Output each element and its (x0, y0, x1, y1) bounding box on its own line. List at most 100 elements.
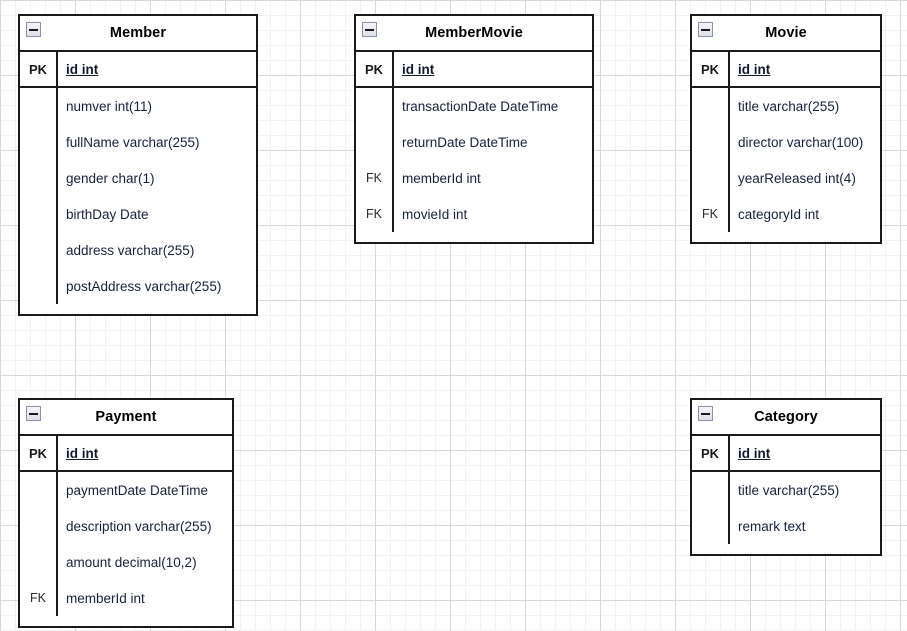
table-row[interactable]: address varchar(255) (20, 232, 256, 268)
field-name: title varchar(255) (738, 482, 840, 498)
column-divider (56, 88, 58, 124)
column-divider (728, 196, 730, 232)
column-divider (728, 52, 730, 86)
table-row[interactable]: description varchar(255) (20, 508, 232, 544)
field-name: id int (66, 445, 99, 461)
column-divider (392, 196, 394, 232)
entity-payment-title: Payment (95, 409, 157, 425)
table-row[interactable]: FK memberId int (356, 160, 592, 196)
entity-member-rows: PK id int numver int(11) fullName varcha… (20, 52, 256, 314)
table-row[interactable]: PK id int (692, 52, 880, 88)
collapse-minus-icon[interactable] (698, 406, 713, 421)
column-divider (56, 160, 58, 196)
field-name: postAddress varchar(255) (66, 278, 222, 294)
entity-category-header[interactable]: Category (692, 400, 880, 436)
field-name: yearReleased int(4) (738, 170, 856, 186)
table-row[interactable]: FK movieId int (356, 196, 592, 232)
field-name: address varchar(255) (66, 242, 195, 258)
table-row[interactable]: director varchar(100) (692, 124, 880, 160)
table-row[interactable]: amount decimal(10,2) (20, 544, 232, 580)
column-divider (56, 508, 58, 544)
table-row[interactable]: yearReleased int(4) (692, 160, 880, 196)
column-divider (728, 508, 730, 544)
entity-membermovie[interactable]: MemberMovie PK id int transactionDate Da… (354, 14, 594, 244)
column-divider (56, 472, 58, 508)
table-row[interactable]: remark text (692, 508, 880, 544)
key-marker: PK (700, 61, 720, 77)
field-name: categoryId int (738, 206, 820, 222)
entity-bottom-pad (356, 232, 592, 242)
entity-movie-header[interactable]: Movie (692, 16, 880, 52)
table-row[interactable]: title varchar(255) (692, 472, 880, 508)
field-name: amount decimal(10,2) (66, 554, 197, 570)
entity-membermovie-header[interactable]: MemberMovie (356, 16, 592, 52)
column-divider (56, 436, 58, 470)
column-divider (392, 88, 394, 124)
entity-bottom-pad (692, 544, 880, 554)
field-name: title varchar(255) (738, 98, 840, 114)
field-name: memberId int (66, 590, 145, 606)
entity-payment-header[interactable]: Payment (20, 400, 232, 436)
field-name: movieId int (402, 206, 468, 222)
column-divider (56, 196, 58, 232)
table-row[interactable]: title varchar(255) (692, 88, 880, 124)
collapse-minus-icon[interactable] (26, 22, 41, 37)
table-row[interactable]: numver int(11) (20, 88, 256, 124)
column-divider (728, 88, 730, 124)
entity-movie-rows: PK id int title varchar(255) director va… (692, 52, 880, 242)
entity-member-header[interactable]: Member (20, 16, 256, 52)
column-divider (728, 160, 730, 196)
table-row[interactable]: postAddress varchar(255) (20, 268, 256, 304)
field-name: description varchar(255) (66, 518, 212, 534)
field-name: remark text (738, 518, 806, 534)
table-row[interactable]: paymentDate DateTime (20, 472, 232, 508)
entity-member-title: Member (109, 25, 167, 41)
key-marker: PK (364, 61, 384, 77)
entity-bottom-pad (692, 232, 880, 242)
table-row[interactable]: transactionDate DateTime (356, 88, 592, 124)
entity-movie-title: Movie (765, 25, 807, 41)
column-divider (56, 232, 58, 268)
key-marker: PK (28, 445, 48, 461)
entity-member[interactable]: Member PK id int numver int(11) fullName… (18, 14, 258, 316)
table-row[interactable]: PK id int (692, 436, 880, 472)
field-name: transactionDate DateTime (402, 98, 559, 114)
entity-movie[interactable]: Movie PK id int title varchar(255) direc… (690, 14, 882, 244)
entity-payment[interactable]: Payment PK id int paymentDate DateTime d… (18, 398, 234, 628)
table-row[interactable]: PK id int (356, 52, 592, 88)
field-name: id int (738, 445, 771, 461)
key-marker: FK (702, 206, 718, 221)
entity-payment-rows: PK id int paymentDate DateTime descripti… (20, 436, 232, 626)
entity-membermovie-rows: PK id int transactionDate DateTime retur… (356, 52, 592, 242)
column-divider (392, 52, 394, 86)
column-divider (728, 472, 730, 508)
key-marker: PK (700, 445, 720, 461)
table-row[interactable]: FK categoryId int (692, 196, 880, 232)
entity-membermovie-title: MemberMovie (425, 25, 523, 41)
collapse-minus-icon[interactable] (698, 22, 713, 37)
table-row[interactable]: fullName varchar(255) (20, 124, 256, 160)
field-name: birthDay Date (66, 206, 149, 222)
column-divider (56, 124, 58, 160)
entity-category[interactable]: Category PK id int title varchar(255) re… (690, 398, 882, 556)
table-row[interactable]: returnDate DateTime (356, 124, 592, 160)
table-row[interactable]: birthDay Date (20, 196, 256, 232)
field-name: id int (738, 61, 771, 77)
column-divider (56, 580, 58, 616)
field-name: id int (66, 61, 99, 77)
table-row[interactable]: gender char(1) (20, 160, 256, 196)
column-divider (728, 124, 730, 160)
field-name: director varchar(100) (738, 134, 864, 150)
field-name: fullName varchar(255) (66, 134, 200, 150)
collapse-minus-icon[interactable] (362, 22, 377, 37)
key-marker: FK (366, 170, 382, 185)
table-row[interactable]: PK id int (20, 436, 232, 472)
field-name: id int (402, 61, 435, 77)
entity-bottom-pad (20, 616, 232, 626)
field-name: paymentDate DateTime (66, 482, 209, 498)
key-marker: PK (28, 61, 48, 77)
table-row[interactable]: PK id int (20, 52, 256, 88)
collapse-minus-icon[interactable] (26, 406, 41, 421)
table-row[interactable]: FK memberId int (20, 580, 232, 616)
entity-category-title: Category (754, 409, 818, 425)
